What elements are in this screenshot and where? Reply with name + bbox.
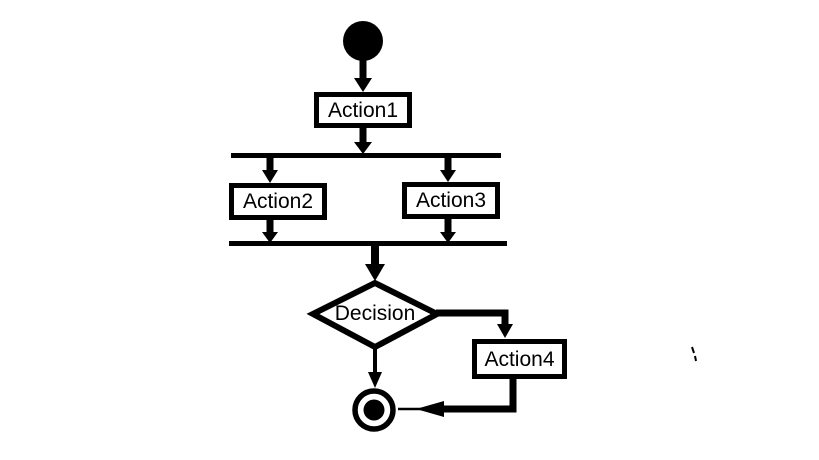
- final-node: [352, 388, 396, 432]
- edge-decision-to-action4: [436, 309, 513, 338]
- action2-label: Action2: [242, 190, 314, 213]
- edge-decision-to-end: [368, 347, 382, 388]
- join-bar: [229, 241, 507, 246]
- arrowhead: [368, 372, 382, 388]
- action-node-action2: Action2: [229, 183, 327, 220]
- arrowhead: [262, 232, 278, 243]
- arrowhead: [440, 232, 456, 243]
- action-node-action1: Action1: [314, 92, 412, 128]
- edge-action1-to-fork: [354, 128, 372, 154]
- arrowhead: [440, 170, 456, 182]
- edge-line: [443, 379, 517, 413]
- edge-action4-to-end: [398, 379, 517, 417]
- action4-label: Action4: [484, 347, 555, 371]
- edge-line: [436, 309, 509, 326]
- arrowhead: [365, 264, 385, 281]
- edge-fork-to-action3: [440, 158, 456, 182]
- edge-action3-to-join: [440, 219, 456, 243]
- arrowhead: [262, 170, 278, 183]
- arrowhead: [416, 401, 444, 417]
- arrowhead: [354, 142, 372, 154]
- edge-start-to-action1: [354, 59, 372, 92]
- stray-mark: [691, 346, 697, 362]
- initial-node: [343, 21, 383, 61]
- arrowhead: [354, 78, 372, 92]
- action1-label: Action1: [327, 98, 399, 122]
- edge-action2-to-join: [262, 220, 278, 243]
- edge-join-to-decision: [365, 246, 385, 281]
- action-node-action3: Action3: [402, 182, 500, 219]
- decision-label: Decision: [334, 302, 416, 325]
- action3-label: Action3: [415, 189, 487, 212]
- fork-bar: [231, 153, 501, 158]
- arrowhead: [497, 324, 513, 338]
- action-node-action4: Action4: [472, 339, 567, 379]
- final-node-core: [363, 399, 385, 421]
- edge-fork-to-action2: [262, 158, 278, 183]
